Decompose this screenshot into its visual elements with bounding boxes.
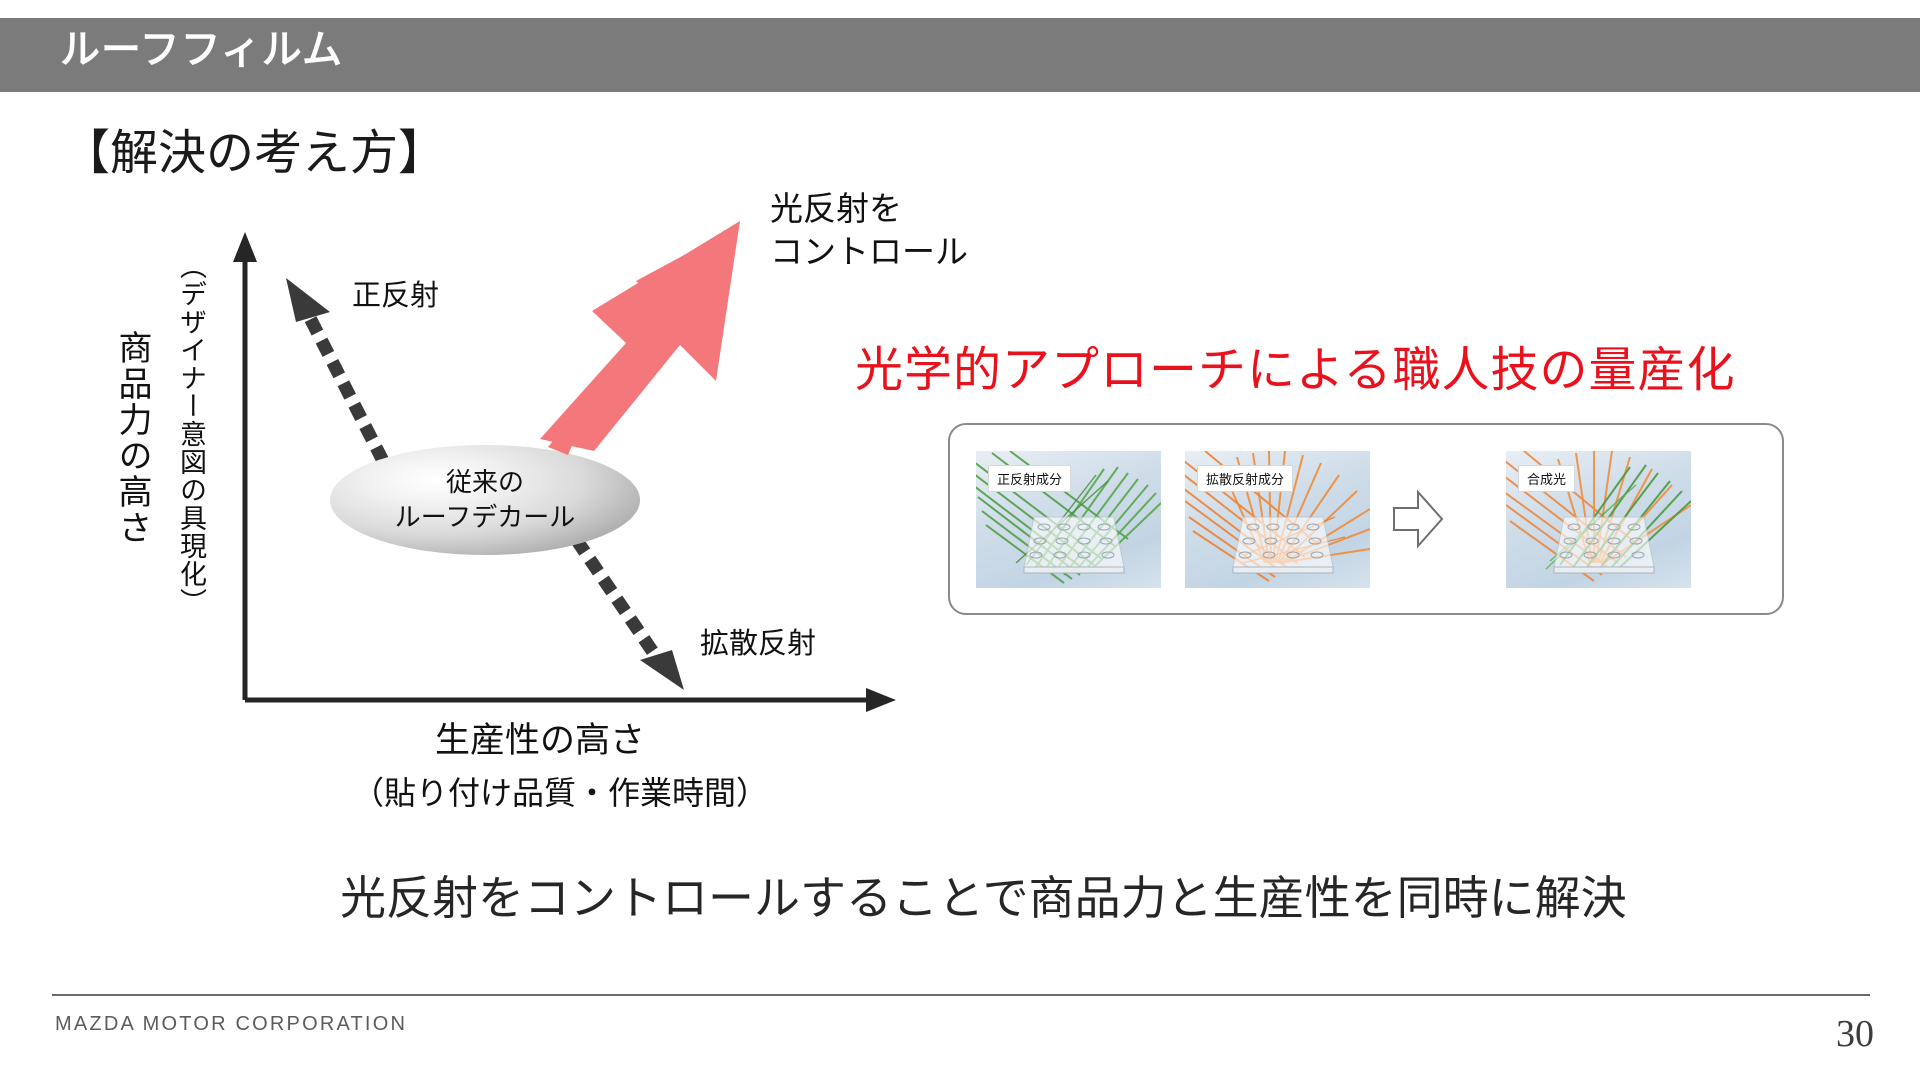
footer-brand: MAZDA MOTOR CORPORATION <box>55 1013 408 1035</box>
conclusion-text: 光反射をコントロールすることで商品力と生産性を同時に解決 <box>340 872 1627 924</box>
sim-image-specular: 正反射成分 <box>976 450 1161 588</box>
section-heading: 【解決の考え方】 <box>62 127 447 180</box>
right-arrow-icon <box>1393 489 1444 549</box>
simulation-row: 正反射成分 <box>950 425 1782 613</box>
y-axis-sublabel: （デザイナー意図の具現化） <box>176 252 206 616</box>
y-axis-label: 商品力の高さ <box>113 330 151 546</box>
legacy-node-line1: 従来の <box>445 466 524 497</box>
sim-rays-combined <box>1506 450 1691 582</box>
solution-arrow-caption: 光反射を コントロール <box>770 188 968 274</box>
x-axis-label: 生産性の高さ <box>435 721 646 760</box>
specular-reflection-label: 正反射 <box>352 280 440 312</box>
solution-red-arrow-icon <box>540 221 740 455</box>
legacy-node-text: 従来の ルーフデカール <box>330 445 640 555</box>
page-number: 30 <box>1836 1013 1874 1055</box>
legacy-node-ellipse: 従来の ルーフデカール <box>330 445 640 555</box>
sim-tag-diffuse: 拡散反射成分 <box>1197 464 1294 492</box>
footer-divider <box>52 994 1870 996</box>
legacy-node-line2: ルーフデカール <box>394 502 576 532</box>
chart-axes <box>233 232 896 712</box>
header-bar <box>0 18 1920 92</box>
red-headline: 光学的アプローチによる職人技の量産化 <box>855 344 1736 397</box>
page-title: ルーフフィルム <box>60 28 343 72</box>
sim-image-combined: 合成光 <box>1506 450 1691 588</box>
diffuse-reflection-label: 拡散反射 <box>700 628 817 660</box>
solution-caption-line2: コントロール <box>770 232 968 270</box>
simulation-panel: 正反射成分 <box>948 423 1784 615</box>
sim-tag-combined: 合成光 <box>1518 464 1576 492</box>
x-axis-sublabel: （貼り付け品質・作業時間） <box>352 775 769 811</box>
sim-image-diffuse: 拡散反射成分 <box>1185 450 1370 588</box>
sim-rays-orange <box>1185 450 1370 582</box>
sim-tag-specular: 正反射成分 <box>988 464 1072 492</box>
solution-caption-line1: 光反射を <box>770 190 902 227</box>
